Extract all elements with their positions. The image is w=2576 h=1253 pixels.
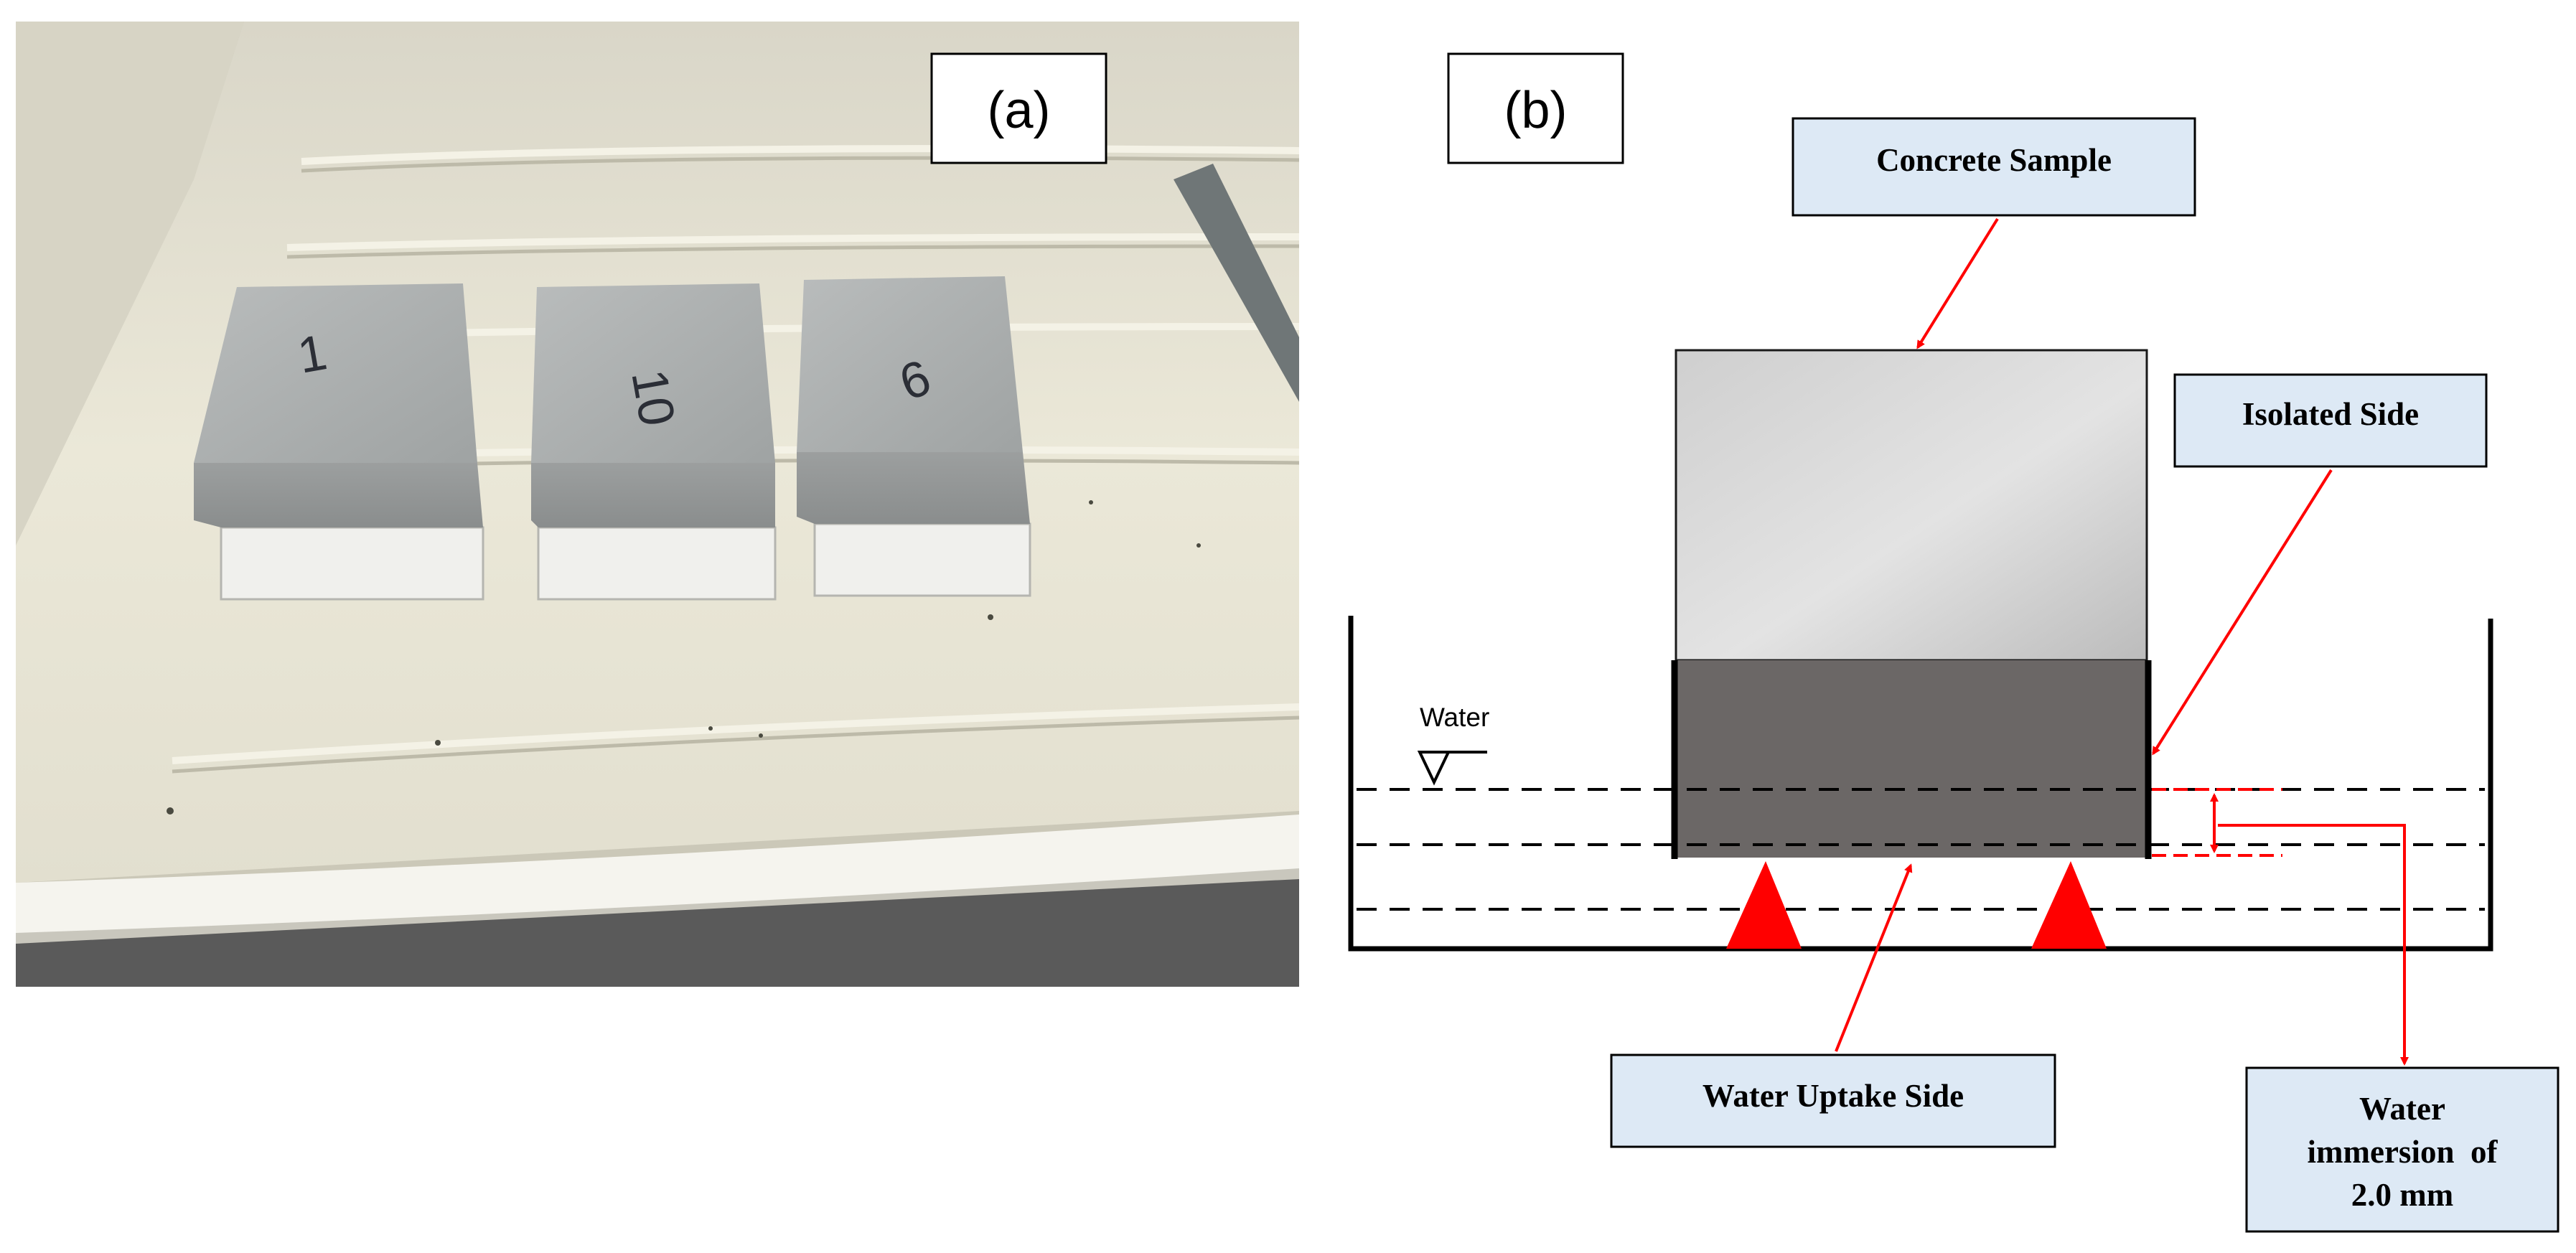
photo-bench <box>16 879 1299 987</box>
support-right <box>2031 861 2107 949</box>
callout-water-immersion-box <box>2245 1066 2559 1233</box>
photo-front-rail <box>16 815 1299 944</box>
panel-b-diagram: (b) Water <box>1348 52 2559 1233</box>
arrow-isolated-side <box>2152 469 2333 756</box>
photo-wall-left <box>16 22 244 545</box>
concrete-sample-dry <box>1675 349 2148 662</box>
callout-isolated-side-box <box>2173 373 2488 468</box>
photo-ruler <box>1174 164 1299 402</box>
water-container <box>1348 616 2493 952</box>
photo-front-rail-shade <box>16 868 1299 944</box>
arrow-water-uptake-side <box>1835 863 1913 1052</box>
panel-a-label-box <box>930 52 1107 164</box>
concrete-sample-wet <box>1676 660 2147 858</box>
water-level-symbol-icon <box>1417 751 1487 786</box>
arrow-water-immersion <box>2218 824 2409 1066</box>
callout-water-uptake-side-box <box>1610 1053 2056 1148</box>
panel-a-label: (a) <box>988 82 1051 139</box>
photo-cube-3: 9 <box>797 276 1031 597</box>
panel-b-label-box <box>1447 52 1624 164</box>
water-label: Water <box>1420 703 1489 732</box>
callout-water-immersion-line-3: 2.0 mm <box>2351 1177 2453 1213</box>
callout-water-immersion-line-2: immersion of <box>2308 1134 2498 1170</box>
support-left <box>1726 861 1802 949</box>
callout-water-uptake-side: Water Uptake Side <box>1702 1078 1964 1114</box>
photo-cube-1: 1 <box>194 283 484 601</box>
cube-2-marking: 10 <box>621 365 685 430</box>
callout-water-immersion-line-1: Water <box>2359 1091 2445 1127</box>
callout-concrete-sample: Concrete Sample <box>1876 142 2112 178</box>
panel-b-label: (b) <box>1504 82 1568 139</box>
arrow-concrete-sample <box>1916 217 1999 349</box>
photo-cube-2: 10 <box>531 283 777 601</box>
panel-a-photo: 1 10 9 (a) <box>16 22 1300 987</box>
water-level-lines <box>1357 788 2485 911</box>
immersion-dimension <box>2152 788 2282 857</box>
callout-concrete-sample-box <box>1792 117 2196 217</box>
callout-isolated-side: Isolated Side <box>2242 396 2419 432</box>
